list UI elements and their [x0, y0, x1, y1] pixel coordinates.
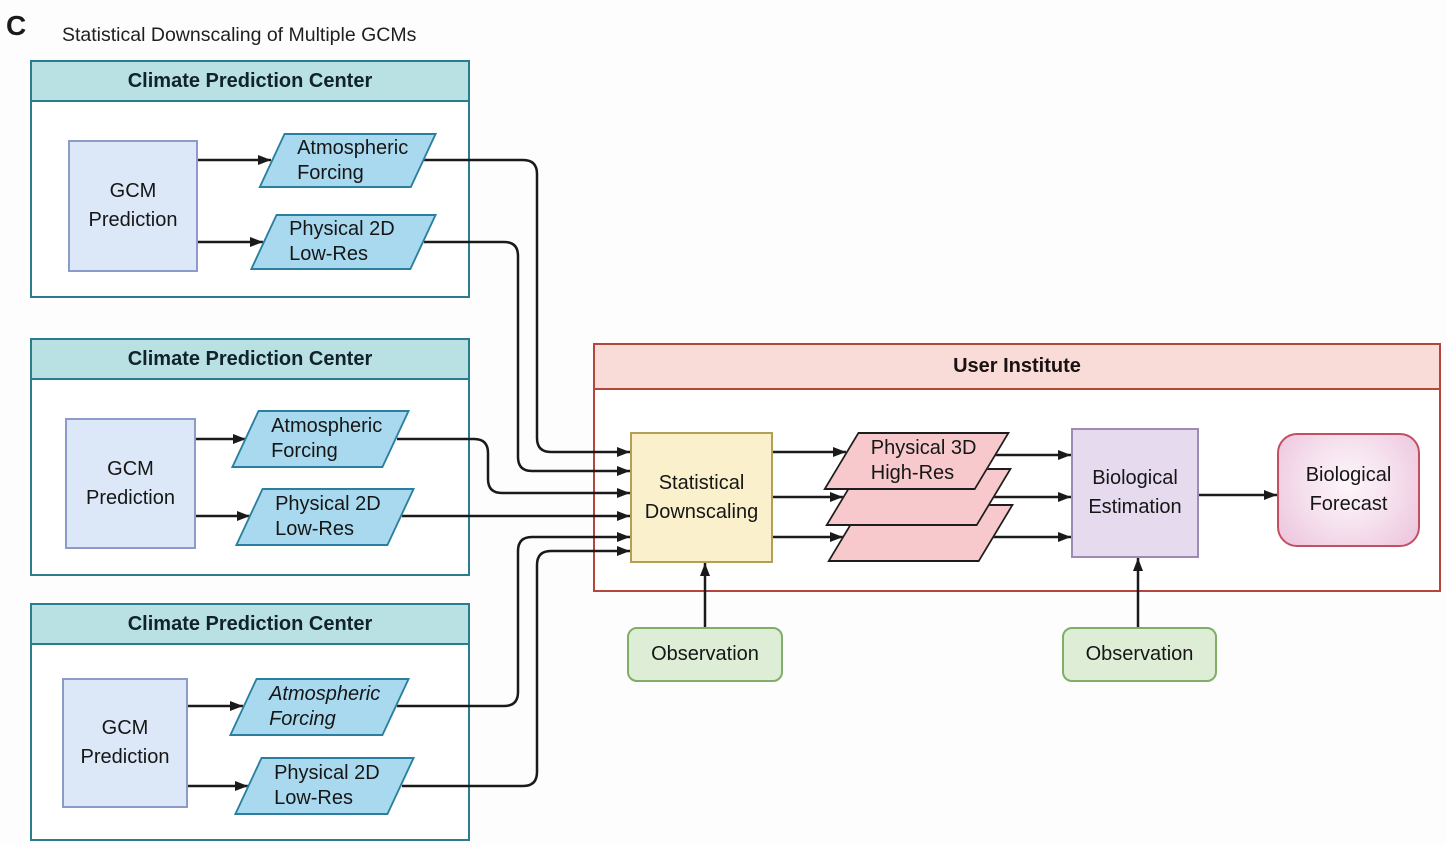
atmospheric-forcing-shape-1: Atmospheric Forcing: [258, 133, 437, 188]
climate-prediction-center-2-header: Climate Prediction Center: [32, 340, 468, 380]
biological-forecast-box: Biological Forecast: [1277, 433, 1420, 547]
physical-2d-label-3: Physical 2D Low-Res: [274, 762, 380, 809]
user-institute-header: User Institute: [595, 345, 1439, 390]
physical-2d-shape-1: Physical 2D Low-Res: [249, 214, 437, 270]
physical-2d-shape-3: Physical 2D Low-Res: [233, 757, 415, 815]
climate-prediction-center-3-header: Climate Prediction Center: [32, 605, 468, 645]
physical-2d-label-1: Physical 2D Low-Res: [289, 218, 395, 265]
atmospheric-forcing-label-1: Atmospheric Forcing: [297, 136, 409, 184]
climate-prediction-center-1-header: Climate Prediction Center: [32, 62, 468, 102]
gcm-prediction-box-1: GCM Prediction: [68, 140, 198, 272]
observation-box-left: Observation: [627, 627, 783, 682]
atmospheric-forcing-label-2: Atmospheric Forcing: [271, 415, 383, 462]
biological-estimation-box: Biological Estimation: [1071, 428, 1199, 558]
atmospheric-forcing-shape-3: Atmospheric Forcing: [228, 678, 410, 736]
panel-letter: C: [6, 10, 27, 41]
statistical-downscaling-box: Statistical Downscaling: [630, 432, 773, 563]
gcm-prediction-box-3: GCM Prediction: [62, 678, 188, 808]
observation-box-right: Observation: [1062, 627, 1217, 682]
physical-2d-label-2: Physical 2D Low-Res: [275, 493, 381, 540]
atmospheric-forcing-label-3: Atmospheric Forcing: [269, 683, 381, 730]
diagram-title: Statistical Downscaling of Multiple GCMs: [62, 24, 417, 46]
physical-3d-label: Physical 3D High-Res: [870, 437, 977, 484]
gcm-prediction-box-2: GCM Prediction: [65, 418, 196, 549]
physical-2d-shape-2: Physical 2D Low-Res: [234, 488, 415, 546]
atmospheric-forcing-shape-2: Atmospheric Forcing: [230, 410, 410, 468]
